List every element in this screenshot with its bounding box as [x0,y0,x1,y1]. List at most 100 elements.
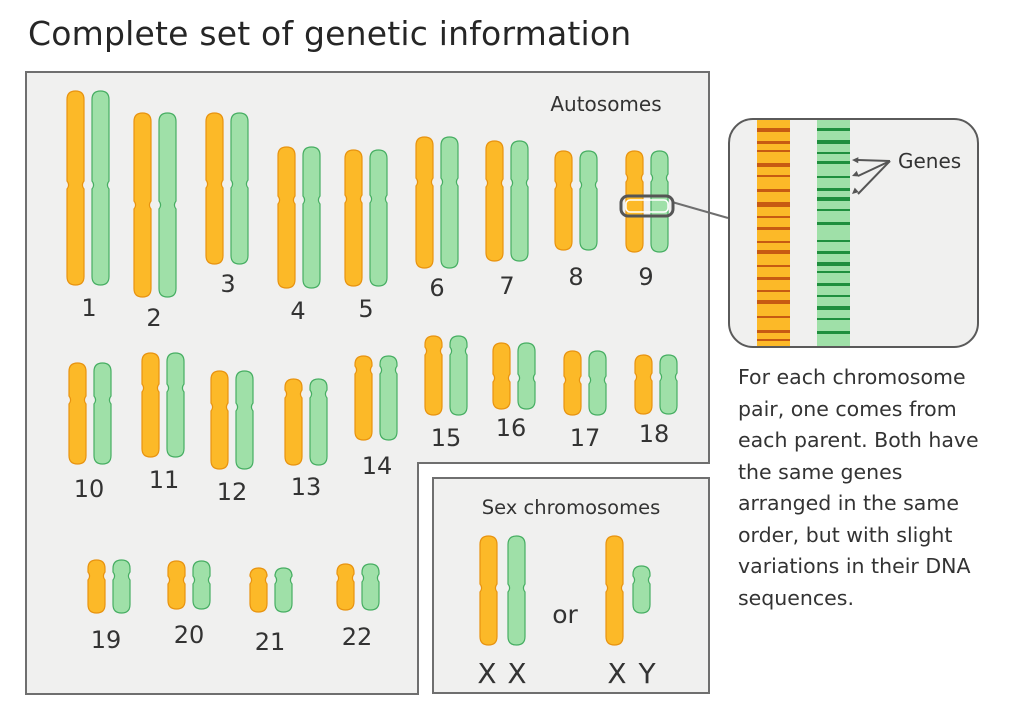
paternal-gene-band [817,222,850,225]
chromosome-pair [68,362,112,465]
maternal-chromosome [167,560,186,610]
maternal-chromosome [249,567,268,613]
chromosome-number-label: 14 [362,452,393,480]
paternal-chromosome [361,563,380,611]
chromosome-pair [336,563,380,611]
paternal-gene-band [817,152,850,154]
zoom-box [728,118,979,348]
maternal-gene-band [757,290,790,292]
paternal-chromosome [235,370,254,470]
zoom-marker [619,194,675,218]
chromosome-pair [284,378,328,466]
sex-chromosome-pairs [479,535,651,646]
chromosome-number-label: 6 [429,274,444,302]
paternal-gene-band [817,271,850,273]
paternal-chromosome [517,342,536,410]
maternal-chromosome [336,563,355,611]
paternal-gene-band [817,306,850,310]
chromosome-pair [485,140,529,262]
paternal-gene-band [817,197,850,201]
maternal-chromosome [133,112,152,298]
sex-chromosome-letter: X [607,657,626,690]
paternal-chromosome [650,150,669,253]
gene-zoom-callout: Genes [619,118,979,348]
maternal-gene-band [757,202,790,207]
maternal-chromosome [344,149,363,287]
chromosome-pair [554,150,598,251]
paternal-gene-band [817,331,850,334]
chromosome-pair [354,355,398,441]
paternal-strip [817,120,850,346]
x-chromosome-maternal [605,535,624,646]
maternal-gene-band [757,316,790,318]
or-label: or [552,600,578,629]
paternal-chromosome [158,112,177,298]
chromosome-pair [634,354,678,415]
chromosome-pair [210,370,254,470]
gene-arrow-head [852,187,859,194]
maternal-gene-band [757,128,790,132]
maternal-gene-band [757,265,790,267]
gene-arrow-line [857,160,891,195]
sex-chromosomes-label: Sex chromosomes [482,496,661,519]
maternal-gene-band [757,189,790,192]
chromosome-number-label: 2 [146,304,161,332]
chromosome-number-label: 10 [74,475,105,503]
chromosome-pair [277,146,321,289]
genes-label: Genes [898,149,961,173]
paternal-gene-band [817,209,850,211]
paternal-gene-band [817,295,850,297]
chromosome-number-label: 19 [91,626,122,654]
chromosome-number-label: 4 [290,297,305,325]
figure-title: Complete set of genetic information [28,14,632,53]
paternal-chromosome [588,350,607,416]
explanation-caption: For each chromosome pair, one comes from… [738,365,979,610]
y-chromosome-paternal [632,565,651,614]
chromosome-number-label: 16 [496,414,527,442]
maternal-chromosome [634,354,653,415]
chromosome-pair [167,560,211,610]
chromosome-pair [563,350,607,416]
sex-chromosome-letter: Y [637,657,656,690]
chromosome-number-label: 15 [431,424,462,452]
paternal-chromosome [91,90,110,286]
paternal-gene-band [817,176,850,178]
paternal-gene-band [817,188,850,191]
maternal-chromosome [563,350,582,416]
maternal-chromosome [485,140,504,262]
maternal-chromosome [354,355,373,441]
paternal-chromosome [166,352,185,458]
chromosome-number-label: 7 [499,272,514,300]
paternal-gene-band [817,140,850,144]
zoom-connector [671,201,729,219]
chromosome-group [66,90,678,646]
maternal-chromosome [492,342,511,410]
chromosome-number-label: 1 [81,294,96,322]
paternal-chromosome [510,140,529,262]
chromosome-number-label: 21 [255,628,286,656]
paternal-gene-band [817,283,850,286]
autosomes-label: Autosomes [550,92,661,116]
maternal-gene-band [757,277,790,280]
x-chromosome-paternal [507,535,526,646]
paternal-chromosome [449,335,468,416]
chromosome-pair [141,352,185,458]
maternal-chromosome [68,362,87,465]
maternal-gene-band [757,250,790,254]
maternal-gene-band [757,241,790,243]
paternal-chromosome [379,355,398,441]
x-chromosome-maternal [479,535,498,646]
maternal-chromosome [205,112,224,265]
gene-arrow-head [852,157,859,164]
maternal-chromosome [210,370,229,470]
paternal-gene-band [817,161,850,164]
paternal-gene-band [817,128,850,131]
sex-chromosome-letter: X [477,657,496,690]
maternal-gene-band [757,150,790,152]
maternal-gene-band [757,175,790,177]
sex-chromosome-letter: X [507,657,526,690]
chromosome-number-label: 9 [638,263,653,291]
